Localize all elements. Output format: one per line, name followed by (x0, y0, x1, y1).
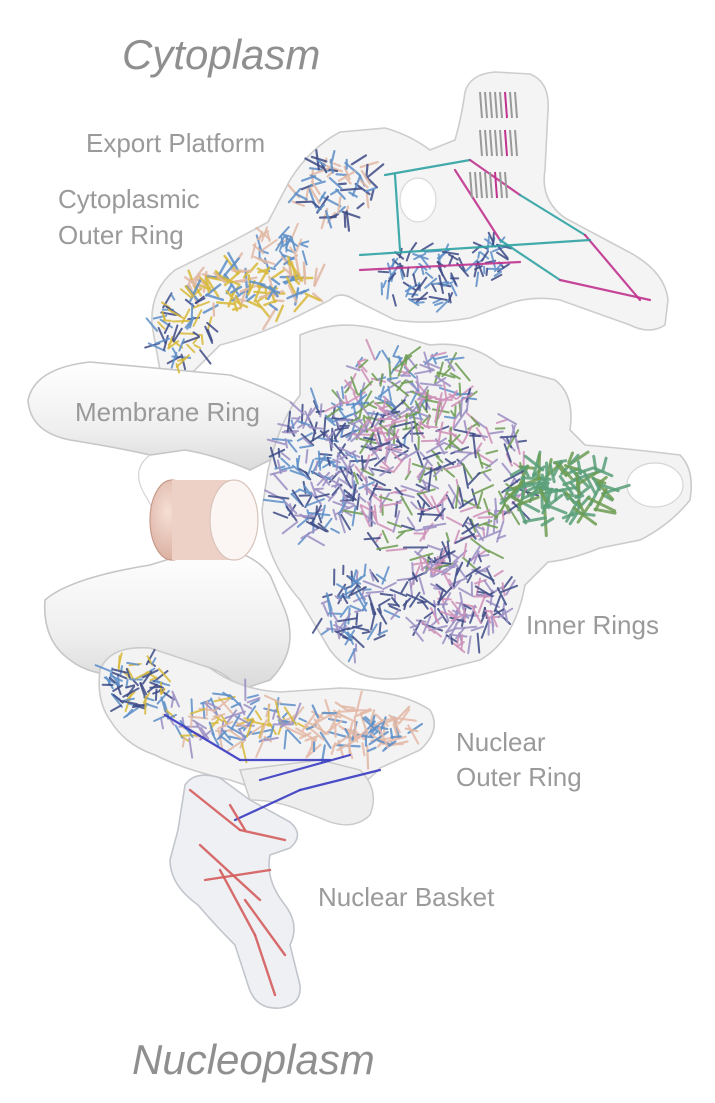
nuclear-basket-label: Nuclear Basket (318, 882, 495, 912)
membrane-ring-tube (27, 361, 331, 691)
membrane-core (149, 479, 259, 561)
nuclear-outer-ring-label-line1: Nuclear (456, 727, 546, 757)
cytoplasmic-envelope (151, 71, 669, 379)
inner-rings-label: Inner Rings (526, 610, 659, 640)
membrane-ring-label: Membrane Ring (75, 397, 260, 427)
nuclear-outer-ring-label-line2: Outer Ring (456, 762, 582, 792)
cytoplasmic-outer-ring-label-line2: Outer Ring (58, 220, 184, 250)
cytoplasmic-outer-ring-label-line1: Cytoplasmic (58, 184, 200, 214)
protein-structure-sticks (94, 149, 652, 997)
export-platform-helices (469, 91, 518, 199)
nuclear-basket-envelope (169, 774, 301, 1009)
cytoplasm-label: Cytoplasm (122, 31, 321, 78)
nucleoplasm-label: Nucleoplasm (132, 1036, 375, 1083)
export-platform-label: Export Platform (86, 128, 266, 158)
